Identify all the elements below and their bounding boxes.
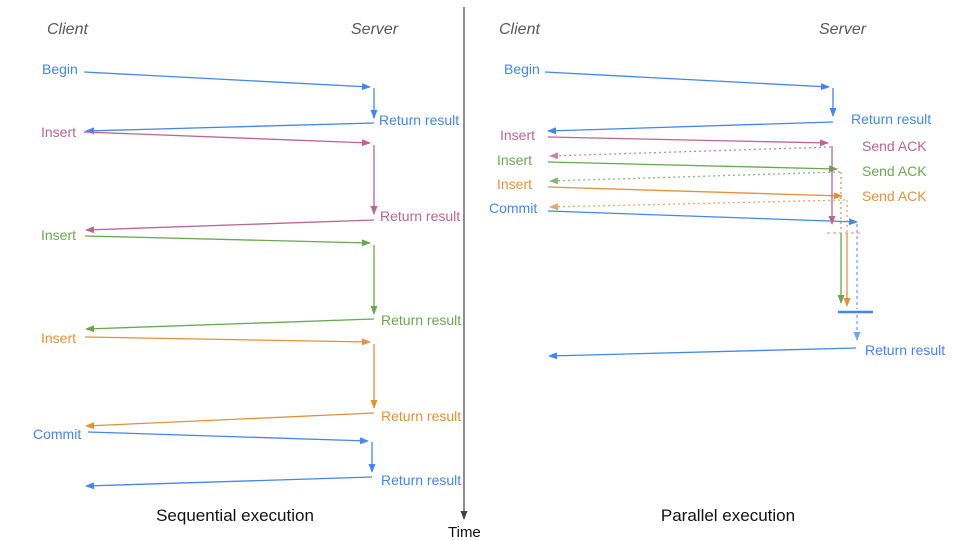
par-begin-return-arrow: [547, 121, 834, 135]
time-axis-label: Time: [448, 524, 481, 540]
seq-commit-return-arrow: [85, 476, 373, 490]
par-final-return-arrow: [548, 347, 857, 360]
seq-begin-return-label: Return result: [379, 112, 460, 128]
par-insert1-ack-label: Send ACK: [862, 138, 927, 154]
par-insert2-send-arrow: [547, 161, 838, 173]
par-client-label: Client: [499, 21, 540, 38]
par-insert2-ack-dotted-arrow: [549, 171, 841, 185]
par-server-label: Server: [819, 21, 867, 38]
seq-title: Sequential execution: [156, 506, 314, 525]
seq-commit-label: Commit: [33, 426, 82, 442]
seq-insert2-return-label: Return result: [381, 312, 462, 328]
seq-insert3-label: Insert: [41, 330, 77, 346]
par-insert2-ack-label: Send ACK: [862, 163, 927, 179]
seq-insert1-return-label: Return result: [380, 208, 461, 224]
par-insert3-ack-label: Send ACK: [862, 188, 927, 204]
par-insert3-ack-dotted-arrow: [549, 199, 846, 211]
seq-insert3-return-arrow: [85, 412, 375, 430]
seq-begin-return-arrow: [85, 122, 375, 135]
seq-insert2-send-arrow: [84, 235, 371, 247]
par-insert1-ack-dotted-arrow: [549, 146, 832, 160]
seq-insert1-label: Insert: [41, 124, 77, 140]
par-insert3-label: Insert: [497, 176, 533, 192]
seq-insert1-send-arrow: [83, 131, 371, 147]
par-final-return-label: Return result: [865, 342, 946, 358]
seq-insert2-label: Insert: [41, 227, 77, 243]
seq-commit-send-arrow: [87, 431, 369, 445]
par-begin-label: Begin: [504, 61, 540, 77]
par-insert2-label: Insert: [497, 152, 533, 168]
par-title: Parallel execution: [660, 506, 796, 525]
seq-insert2-return-arrow: [85, 318, 375, 333]
par-insert1-label: Insert: [500, 127, 536, 143]
par-commit-label: Commit: [489, 200, 538, 216]
seq-client-label: Client: [47, 21, 88, 38]
par-insert1-send-arrow: [547, 136, 829, 147]
seq-commit-return-label: Return result: [381, 472, 462, 488]
par-commit-send-arrow: [547, 210, 858, 226]
seq-insert3-return-label: Return result: [381, 408, 462, 424]
seq-begin-send-arrow: [83, 71, 371, 91]
par-begin-return-label: Return result: [851, 111, 932, 127]
seq-insert1-return-arrow: [85, 219, 375, 234]
seq-insert3-send-arrow: [84, 336, 371, 346]
seq-server-label: Server: [351, 21, 399, 38]
par-insert3-send-arrow: [547, 186, 843, 200]
par-begin-send-arrow: [544, 71, 830, 91]
seq-begin-label: Begin: [42, 61, 78, 77]
